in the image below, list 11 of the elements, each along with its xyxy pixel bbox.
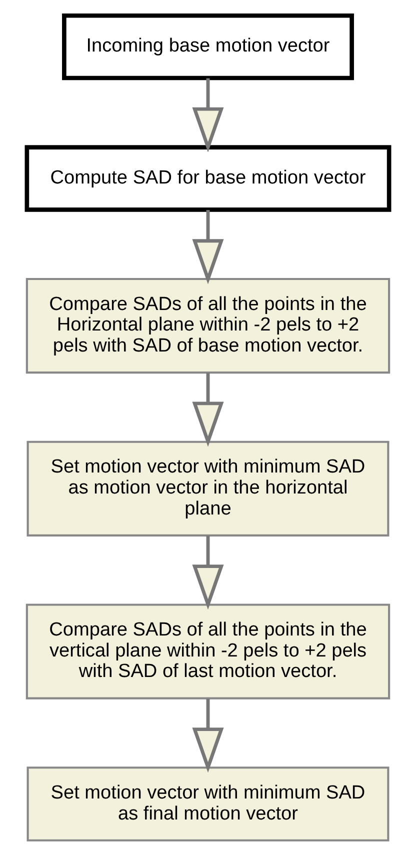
arrow xyxy=(192,372,224,447)
node-box: Incoming base motion vector xyxy=(62,13,354,80)
node-box: Compare SADs of all the points in the vertical plane within -2 pels to +2 pels with SAD of last motion vector. xyxy=(26,604,390,700)
node-box: Set motion vector with minimum SAD as final motion vector xyxy=(26,766,390,842)
arrow xyxy=(192,536,224,610)
node-box: Compare SADs of all the points in the Horizontal plane within -2 pels to +2 pels with SAD of base motion vector. xyxy=(26,278,390,374)
arrow xyxy=(192,78,224,152)
arrow xyxy=(192,698,224,773)
arrow xyxy=(192,210,224,284)
node-box: Compute SAD for base motion vector xyxy=(24,145,392,212)
node-box: Set motion vector with minimum SAD as motion vector in the horizontal plane xyxy=(26,440,390,536)
